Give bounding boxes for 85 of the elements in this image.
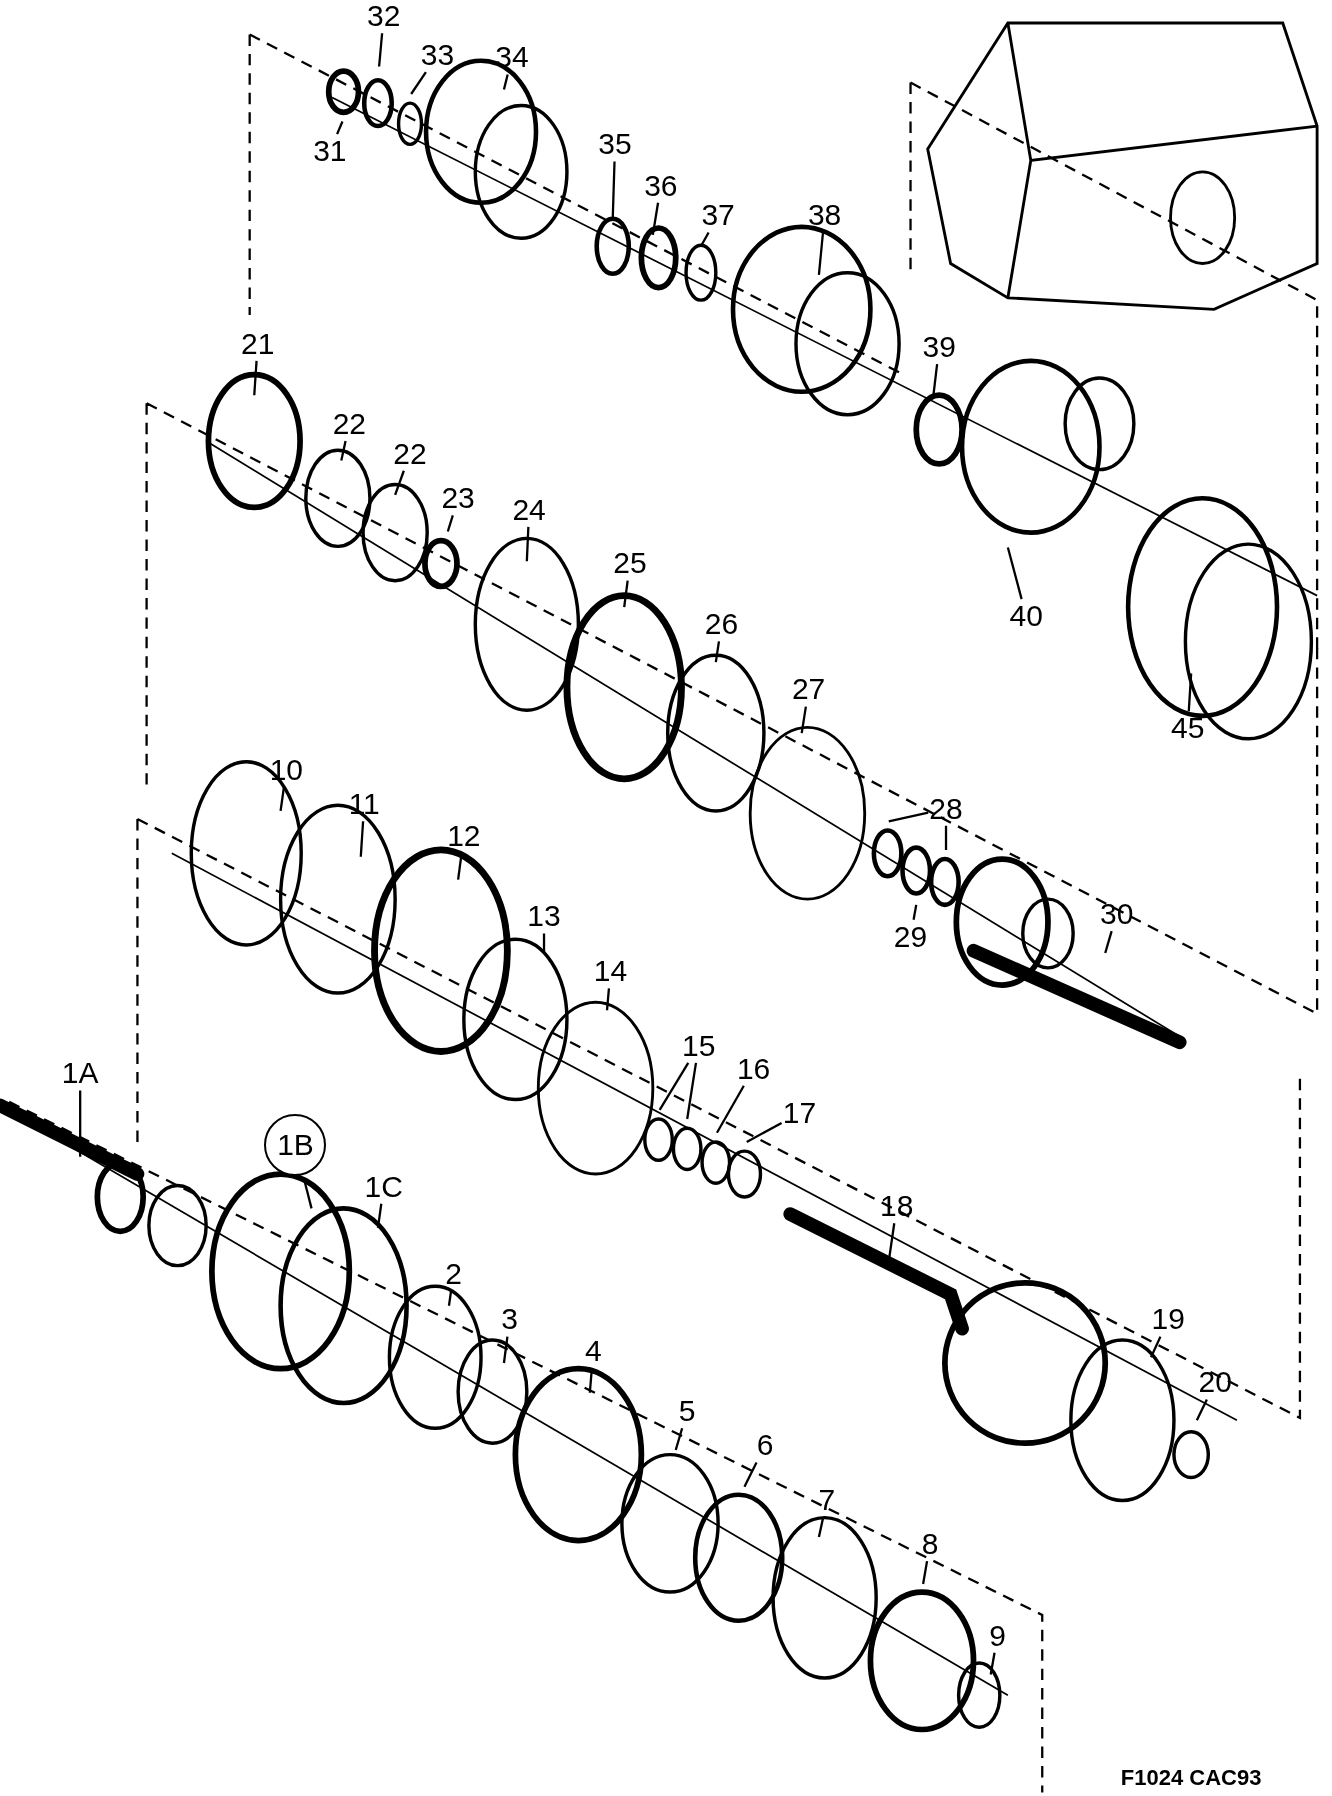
leader-line <box>714 641 721 663</box>
callout-number: 17 <box>782 1097 817 1130</box>
leader-line <box>817 232 825 276</box>
callout-number: 23 <box>441 482 475 515</box>
leader-line <box>674 1427 684 1451</box>
callout-number: 13 <box>527 900 561 933</box>
leader-line <box>410 71 427 95</box>
circled-callout-number: 1B <box>264 1114 327 1177</box>
leader-line <box>302 1177 313 1209</box>
leader-line <box>502 1336 509 1364</box>
callout-number: 27 <box>791 673 826 706</box>
leader-line <box>686 1062 698 1120</box>
leader-line <box>817 1517 825 1538</box>
callout-number: 30 <box>1100 897 1134 930</box>
callout-number: 15 <box>681 1029 716 1062</box>
leader-line <box>699 231 710 247</box>
leader-line <box>605 988 611 1011</box>
leader-line <box>447 1290 453 1306</box>
callout-number: 26 <box>704 608 739 641</box>
callout-number: 1A <box>61 1057 99 1090</box>
callout-number: 6 <box>756 1429 774 1462</box>
callout-number: 45 <box>1171 712 1205 745</box>
leader-line <box>359 821 365 857</box>
leader-line <box>623 580 629 608</box>
callout-number: 37 <box>701 199 735 232</box>
leader-line <box>746 1122 783 1143</box>
callout-number: 3 <box>501 1303 518 1336</box>
callout-number: 19 <box>1151 1303 1185 1336</box>
callout-number: 9 <box>989 1619 1006 1652</box>
callout-number: 31 <box>313 135 347 168</box>
callout-number: 12 <box>447 820 481 853</box>
callout-number: 22 <box>332 407 366 440</box>
leader-line <box>1187 673 1193 712</box>
figure-code: F1024 CAC93 <box>1120 1764 1262 1791</box>
callout-number: 8 <box>921 1527 939 1560</box>
callout-number: 5 <box>678 1395 696 1427</box>
callout-number: 40 <box>1009 600 1043 633</box>
callout-number: 39 <box>922 331 956 363</box>
leader-line <box>253 360 258 396</box>
leader-line <box>1150 1336 1162 1358</box>
callout-number: 14 <box>593 955 628 988</box>
callout-number: 29 <box>893 920 928 953</box>
leader-line <box>542 933 546 953</box>
leader-line <box>800 706 807 734</box>
leader-line <box>611 161 616 219</box>
leader-line <box>1195 1399 1208 1421</box>
leader-line <box>888 811 929 823</box>
callout-number: 16 <box>736 1052 771 1085</box>
leader-line <box>279 786 286 812</box>
leader-line <box>922 1560 929 1585</box>
callout-number: 10 <box>269 753 303 786</box>
leader-line <box>446 515 454 532</box>
leader-line <box>377 33 384 67</box>
callout-number: 7 <box>818 1484 836 1517</box>
leader-line <box>658 1062 690 1111</box>
leader-line <box>502 74 509 90</box>
callout-number: 4 <box>584 1335 602 1368</box>
leader-line <box>743 1462 758 1488</box>
callout-number: 21 <box>241 327 275 360</box>
leader-line <box>340 440 347 461</box>
leader-line <box>912 904 918 920</box>
callout-number: 25 <box>613 547 647 580</box>
callout-number: 24 <box>512 493 546 526</box>
callout-number: 32 <box>367 0 401 33</box>
callout-number: 1C <box>364 1170 403 1203</box>
leader-line <box>525 526 530 562</box>
leader-line <box>651 202 660 236</box>
callout-number: 20 <box>1198 1366 1232 1399</box>
callout-number: 33 <box>420 38 455 71</box>
leader-line <box>336 121 344 135</box>
leader-line <box>1104 930 1113 954</box>
callout-number: 36 <box>644 169 678 202</box>
callout-number: 28 <box>929 792 963 825</box>
leader-line <box>932 364 939 396</box>
leader-line <box>376 1203 383 1228</box>
leader-line <box>394 470 405 496</box>
leader-line <box>1006 547 1023 600</box>
callout-number: 2 <box>445 1257 462 1290</box>
callout-number: 38 <box>807 199 842 232</box>
callout-number: 22 <box>393 437 427 470</box>
leader-line <box>79 1090 82 1157</box>
leader-line <box>989 1652 996 1675</box>
leader-line <box>944 825 948 850</box>
callout-number: 35 <box>598 128 632 161</box>
leader-line <box>715 1085 745 1134</box>
